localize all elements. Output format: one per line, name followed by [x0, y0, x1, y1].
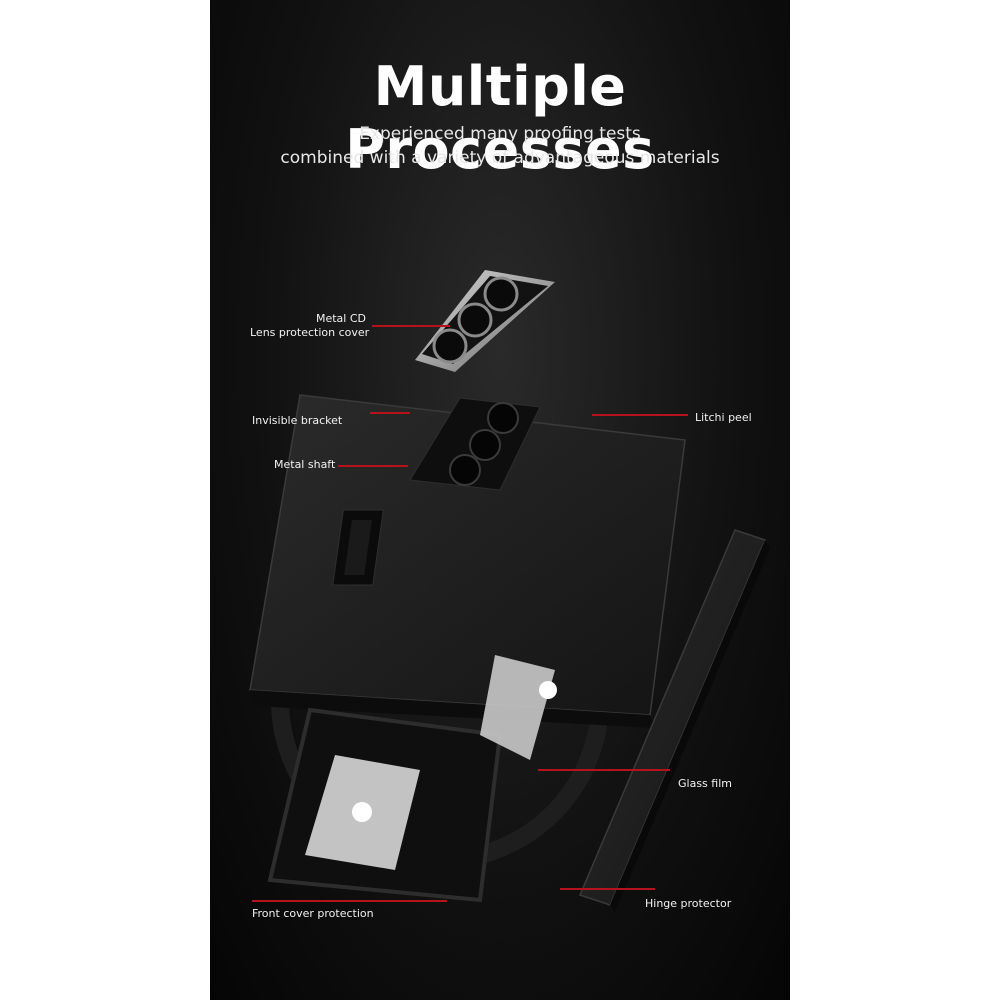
lens-cover-shape	[415, 270, 555, 372]
callout-line-front-cover	[252, 900, 447, 902]
callout-metal-shaft: Metal shaft	[274, 458, 336, 471]
callout-line-hinge-protector	[560, 888, 655, 890]
callout-front-cover: Front cover protection	[252, 907, 374, 920]
subtitle-line-1: Experienced many proofing tests	[359, 124, 641, 144]
product-stage: Multiple Processes Experienced many proo…	[210, 0, 790, 1000]
callout-hinge-protector: Hinge protector	[645, 897, 732, 910]
callout-line-litchi-peel	[592, 414, 688, 416]
callout-invisible-bracket: Invisible bracket	[252, 414, 343, 427]
page-title: Multiple Processes	[345, 55, 655, 181]
callout-line-metal-cd	[372, 325, 450, 327]
subtitle-line-2: combined with a variety of advantageous …	[280, 148, 720, 168]
callout-line-glass-film	[538, 769, 670, 771]
back-case-shape	[249, 394, 686, 728]
callout-glass-film: Glass film	[678, 777, 732, 790]
callout-line-invisible-bracket	[370, 412, 410, 414]
callout-metal-cd: Metal CD Lens protection cover	[250, 312, 370, 339]
phone-case-exploded-view	[249, 270, 770, 912]
hinge-strip-shape	[578, 529, 770, 912]
callout-litchi-peel: Litchi peel	[695, 411, 752, 424]
front-frame-shape	[267, 655, 557, 903]
page-subtitle: Experienced many proofing tests combined…	[210, 122, 790, 170]
callout-line-metal-shaft	[338, 465, 408, 467]
